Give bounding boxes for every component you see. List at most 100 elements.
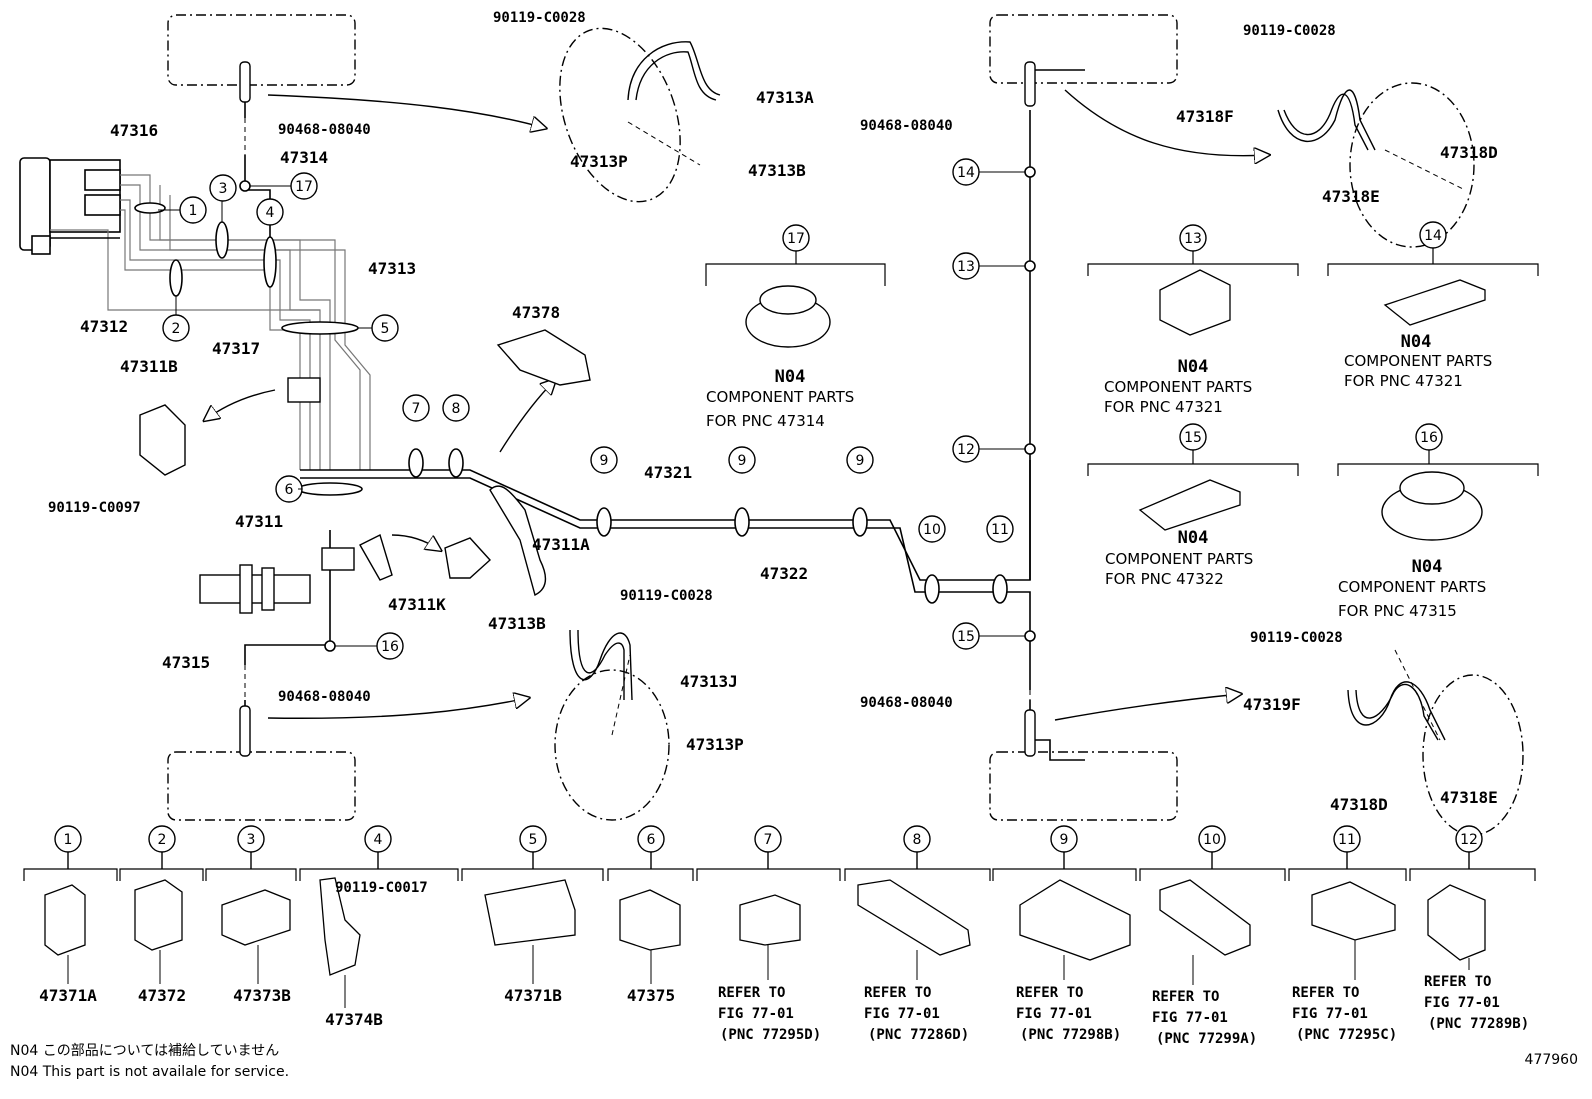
label-47378: 47378 <box>512 303 560 322</box>
svg-text:COMPONENT PARTS: COMPONENT PARTS <box>1104 378 1252 396</box>
svg-text:(PNC 77295C): (PNC 77295C) <box>1296 1027 1397 1043</box>
svg-text:FIG 77-01: FIG 77-01 <box>1016 1006 1092 1022</box>
svg-text:3: 3 <box>247 832 256 848</box>
label-47321: 47321 <box>644 463 692 482</box>
dash-leaders <box>244 110 1466 741</box>
bottom-clip-icons <box>44 877 1486 976</box>
svg-text:REFER TO: REFER TO <box>864 985 931 1001</box>
svg-text:REFER TO: REFER TO <box>1152 989 1219 1005</box>
svg-text:2: 2 <box>158 832 167 848</box>
hoses <box>569 41 1446 741</box>
grommet-icons <box>745 285 1483 541</box>
svg-text:11: 11 <box>991 522 1009 538</box>
svg-text:16: 16 <box>381 639 399 655</box>
label-clip-a: 90468-08040 <box>278 122 371 138</box>
group-brackets <box>705 248 1539 476</box>
label-47314: 47314 <box>280 148 328 167</box>
svg-text:3: 3 <box>219 181 228 197</box>
svg-text:4: 4 <box>374 832 383 848</box>
frame-front-left <box>167 14 356 86</box>
note-jp: N04 この部品については補給していません <box>10 1043 280 1059</box>
clamp-markers <box>134 202 1008 604</box>
svg-text:N04: N04 <box>1401 332 1432 352</box>
svg-text:REFER TO: REFER TO <box>1292 985 1359 1001</box>
label-47318D-bottom: 47318D <box>1330 795 1388 814</box>
label-47318D-top: 47318D <box>1440 143 1498 162</box>
svg-text:7: 7 <box>764 832 773 848</box>
svg-text:7: 7 <box>412 401 421 417</box>
svg-text:REFER TO: REFER TO <box>1016 985 1083 1001</box>
n04-box-17: 17 N04 COMPONENT PARTS FOR PNC 47314 <box>706 231 854 430</box>
svg-text:9: 9 <box>600 453 609 469</box>
svg-text:(PNC 77299A): (PNC 77299A) <box>1156 1031 1257 1047</box>
label-clip-c: 90468-08040 <box>860 118 953 134</box>
detail-ellipse-4 <box>1422 674 1524 836</box>
detail-ellipse-1 <box>559 27 681 203</box>
svg-text:2: 2 <box>172 321 181 337</box>
label-47318F: 47318F <box>1176 107 1234 126</box>
svg-text:(PNC 77286D): (PNC 77286D) <box>868 1027 969 1043</box>
dashed-frames <box>167 14 1524 836</box>
label-47313B-bottom: 47313B <box>488 614 546 633</box>
svg-text:FOR PNC 47314: FOR PNC 47314 <box>706 412 825 430</box>
label-bolt-b: 90119-C0028 <box>1243 23 1336 39</box>
svg-text:COMPONENT PARTS: COMPONENT PARTS <box>1105 550 1253 568</box>
label-47371A: 47371A <box>39 986 97 1005</box>
label-47317: 47317 <box>212 339 260 358</box>
svg-text:14: 14 <box>957 165 975 181</box>
n04-box-16: 16 N04 COMPONENT PARTS FOR PNC 47315 <box>1338 430 1486 620</box>
svg-text:6: 6 <box>647 832 656 848</box>
label-47311K: 47311K <box>388 595 446 614</box>
svg-text:COMPONENT PARTS: COMPONENT PARTS <box>706 388 854 406</box>
svg-text:1: 1 <box>64 832 73 848</box>
svg-text:12: 12 <box>957 442 975 458</box>
actuator-assembly <box>19 157 121 255</box>
svg-text:FIG 77-01: FIG 77-01 <box>864 1006 940 1022</box>
figure-id: 477960 <box>1524 1052 1578 1068</box>
label-47318E-bottom: 47318E <box>1440 788 1498 807</box>
svg-text:(PNC 77298B): (PNC 77298B) <box>1020 1027 1121 1043</box>
label-47313A: 47313A <box>756 88 814 107</box>
svg-text:16: 16 <box>1420 430 1438 446</box>
label-bolt-d: 90119-C0028 <box>1250 630 1343 646</box>
svg-text:FOR PNC 47315: FOR PNC 47315 <box>1338 602 1457 620</box>
bottom-row-text: 1 2 3 4 5 6 7 8 9 10 11 12 47371A 47372 … <box>39 832 1529 1047</box>
label-47313: 47313 <box>368 259 416 278</box>
svg-text:9: 9 <box>1060 832 1069 848</box>
flow-arrows <box>205 89 1268 721</box>
frame-front-right <box>989 14 1178 84</box>
grommet-dots <box>239 166 1036 652</box>
label-47322: 47322 <box>760 564 808 583</box>
tube-stubs <box>239 61 1036 757</box>
label-47311: 47311 <box>235 512 283 531</box>
svg-text:FOR PNC 47321: FOR PNC 47321 <box>1344 372 1463 390</box>
label-47373B: 47373B <box>233 986 291 1005</box>
svg-text:4: 4 <box>266 205 275 221</box>
svg-text:10: 10 <box>1203 832 1221 848</box>
n04-box-13: 13 N04 COMPONENT PARTS FOR PNC 47321 <box>1104 231 1252 416</box>
svg-text:FIG 77-01: FIG 77-01 <box>1292 1006 1368 1022</box>
label-47318E-top: 47318E <box>1322 187 1380 206</box>
svg-text:9: 9 <box>856 453 865 469</box>
n04-box-15: 15 N04 COMPONENT PARTS FOR PNC 47322 <box>1105 430 1253 588</box>
svg-text:FIG 77-01: FIG 77-01 <box>718 1006 794 1022</box>
svg-text:14: 14 <box>1424 228 1442 244</box>
svg-text:N04: N04 <box>775 367 806 387</box>
label-47319F: 47319F <box>1243 695 1301 714</box>
svg-text:5: 5 <box>529 832 538 848</box>
svg-text:FIG 77-01: FIG 77-01 <box>1424 995 1500 1011</box>
detail-ellipse-2 <box>554 669 670 821</box>
callout-circles <box>162 158 1447 660</box>
label-47313P-top: 47313P <box>570 152 628 171</box>
svg-text:17: 17 <box>295 179 313 195</box>
label-bolt-a: 90119-C0028 <box>493 10 586 26</box>
label-47311A: 47311A <box>532 535 590 554</box>
bottom-leaders <box>67 940 1470 1008</box>
detail-ellipse-3 <box>1349 82 1475 248</box>
bottom-brackets <box>23 868 1536 881</box>
svg-text:FIG 77-01: FIG 77-01 <box>1152 1010 1228 1026</box>
svg-text:N04: N04 <box>1178 528 1209 548</box>
